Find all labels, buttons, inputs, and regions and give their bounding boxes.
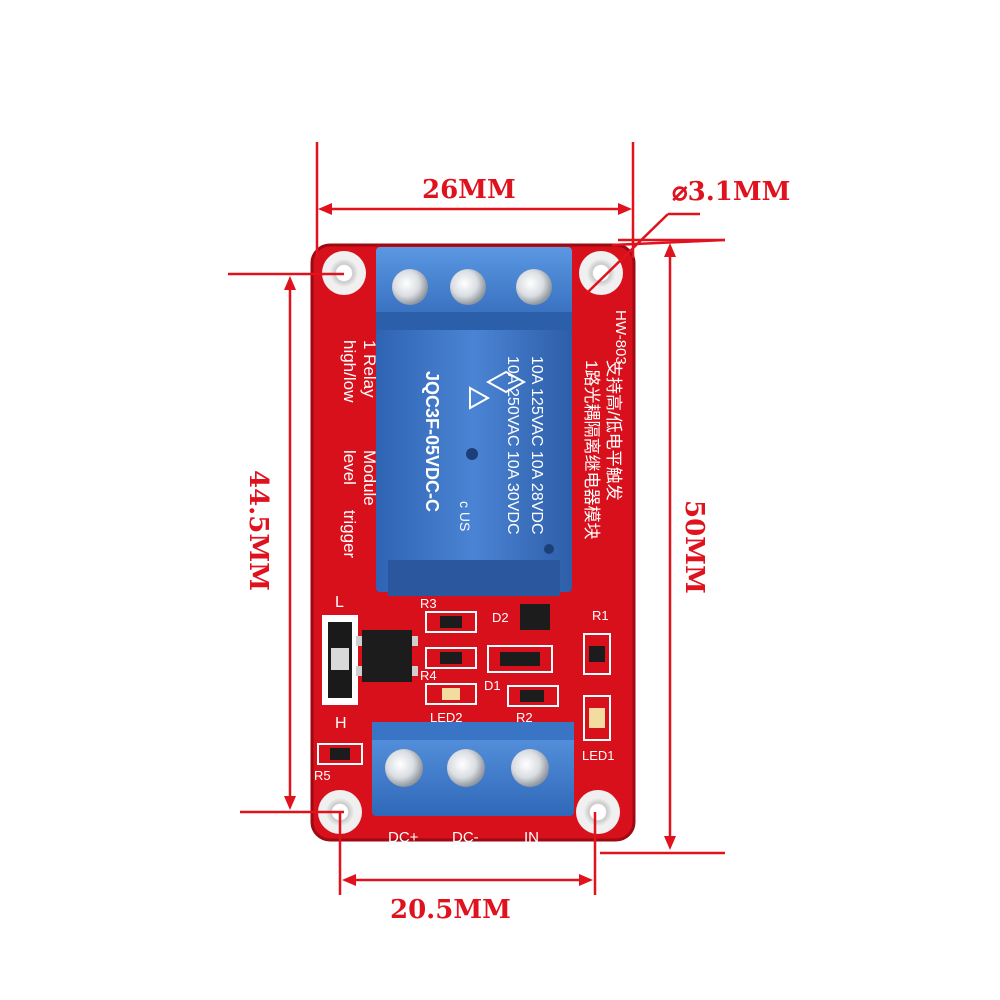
screw-icon <box>516 269 552 305</box>
jumper-label-l: L <box>335 594 344 611</box>
relay-rating-1: 10A 250VAC 10A 30VDC <box>504 356 521 535</box>
label-d1: D1 <box>484 678 501 693</box>
terminal-block-top <box>376 247 572 332</box>
terminal-label-dc-plus: DC+ <box>388 829 419 846</box>
jumper-selector: L H <box>322 594 358 732</box>
dimension-hole-diameter: ⌀3.1MM <box>672 177 790 207</box>
side-text-line-1: 1 Relay <box>360 340 379 398</box>
screw-icon <box>392 269 428 305</box>
side-text-module: Module <box>360 450 379 506</box>
label-r5: R5 <box>314 768 331 783</box>
terminal-block-bottom <box>372 722 574 816</box>
chinese-line-2: 支持高/低电平触发 <box>604 360 623 501</box>
terminal-label-in: IN <box>524 829 539 846</box>
screw-icon <box>450 269 486 305</box>
label-led2: LED2 <box>430 710 463 725</box>
side-text-line-3: level <box>340 450 359 485</box>
relay-model: JQC3F-05VDC-C <box>422 371 442 512</box>
label-r2: R2 <box>516 710 533 725</box>
chinese-text: 1路光耦隔离继电器模块 支持高/低电平触发 <box>582 360 623 539</box>
chinese-line-1: 1路光耦隔离继电器模块 <box>582 360 601 539</box>
mounting-hole-top-right <box>579 251 623 295</box>
label-r1: R1 <box>592 608 609 623</box>
relay-logo-icon <box>485 370 527 394</box>
side-text: 1 Relay high/low Module level trigger <box>340 340 379 559</box>
side-text-line-4: trigger <box>340 510 359 559</box>
relay-rating-2: 10A 125VAC 10A 28VDC <box>528 356 545 535</box>
dimension-width-top: 26MM <box>422 175 516 205</box>
label-led1: LED1 <box>582 748 615 763</box>
terminal-label-dc-minus: DC- <box>452 829 479 846</box>
label-d2: D2 <box>492 610 509 625</box>
smd-components <box>317 604 611 765</box>
relay-cert: c US <box>457 501 473 531</box>
screw-icon <box>447 749 485 787</box>
dimension-height-right: 50MM <box>679 500 709 594</box>
board-model: HW-803 <box>612 310 629 365</box>
jumper-label-h: H <box>335 715 347 732</box>
dimension-height-left: 44.5MM <box>243 470 273 591</box>
optocoupler-chip <box>356 630 418 682</box>
warning-triangle-icon <box>469 386 491 410</box>
dimension-arrows <box>284 203 676 886</box>
side-text-line-2: high/low <box>340 340 359 403</box>
dimension-lines <box>228 142 726 895</box>
screw-icon <box>511 749 549 787</box>
component-labels: R3 D2 R1 R4 D1 R2 LED2 LED1 R5 <box>314 596 615 783</box>
label-r4: R4 <box>420 668 437 683</box>
dimension-width-bottom: 20.5MM <box>390 895 511 925</box>
pcb-edge-shade <box>310 243 636 842</box>
label-r3: R3 <box>420 596 437 611</box>
mounting-hole-bottom-right <box>576 790 620 834</box>
relay: JQC3F-05VDC-C 10A 250VAC 10A 30VDC 10A 1… <box>376 330 572 596</box>
screw-icon <box>385 749 423 787</box>
